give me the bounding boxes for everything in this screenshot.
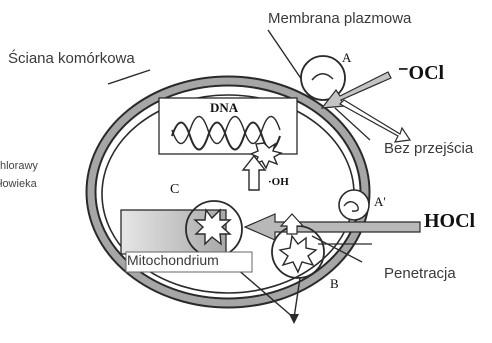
pointer-arrowhead: [289, 314, 299, 324]
hocl-label: HOCl: [424, 210, 475, 233]
oh-label: ·OH: [268, 176, 289, 188]
cell-wall-label: Ściana komórkowa: [8, 50, 135, 67]
site-b-label: B: [330, 276, 339, 292]
left-fragment-2: łowieka: [0, 176, 37, 193]
left-fragment-1: hlorawy: [0, 158, 38, 175]
site-a-label: A: [342, 50, 351, 66]
site-a-prime-label: A': [374, 194, 386, 210]
ocl-label: ⁻OCl: [398, 60, 444, 85]
penetration-label: Penetracja: [384, 265, 456, 282]
membrane-pointer: [268, 30, 302, 80]
dna-label: DNA: [210, 100, 238, 116]
mitochondrium-label: Mitochondrium: [127, 252, 219, 268]
site-a-prime-circle: [339, 190, 369, 220]
membrane-label: Membrana plazmowa: [268, 10, 411, 27]
site-c-label: C: [170, 182, 179, 198]
no-passage-label: Bez przejścia: [384, 140, 473, 157]
cell-wall-pointer: [108, 70, 150, 84]
